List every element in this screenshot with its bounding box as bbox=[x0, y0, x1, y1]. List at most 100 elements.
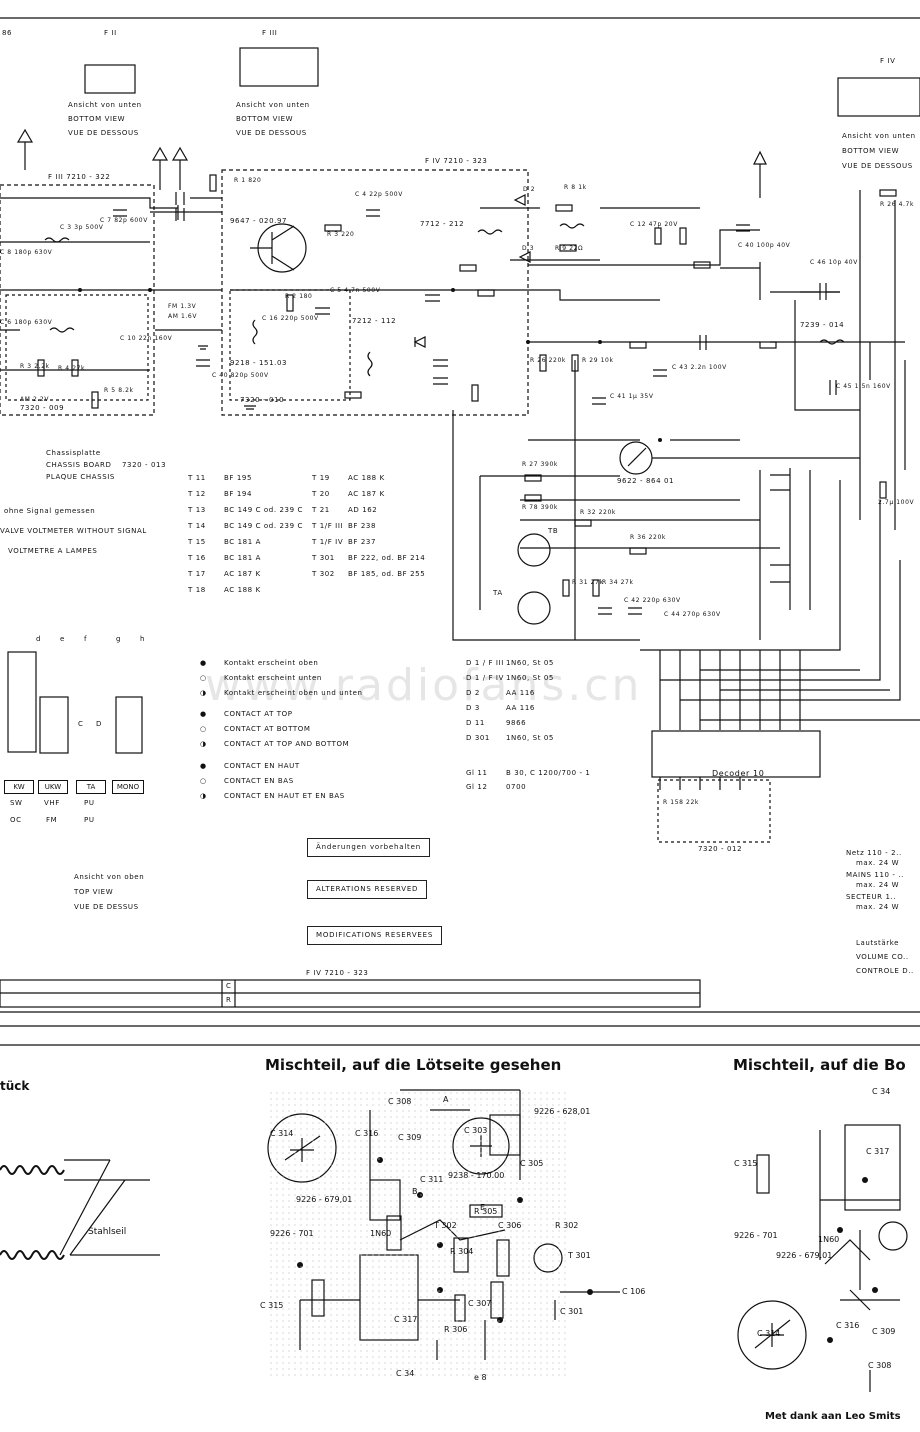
key-mono[interactable]: MONO bbox=[112, 780, 144, 794]
socket-tb-label: TB bbox=[548, 527, 559, 535]
pcb-label: T 301 bbox=[568, 1251, 591, 1260]
part-label: R 4 27k bbox=[58, 365, 86, 372]
transistor-type: AC 187 K bbox=[224, 570, 261, 578]
switch-letter-e: e bbox=[60, 635, 65, 643]
pcb-label: 9226 - 628,01 bbox=[534, 1107, 591, 1116]
heading-left: tück bbox=[0, 1079, 30, 1093]
diode-type: 1N60, St 05 bbox=[506, 674, 554, 682]
pcb-label: T 302 bbox=[434, 1221, 457, 1230]
transistor-id: T 17 bbox=[188, 570, 206, 578]
part-label: C 7 82p 600V bbox=[100, 217, 148, 224]
pcb-label: 9238 - 170.00 bbox=[448, 1171, 505, 1180]
key-ukw[interactable]: UKW bbox=[38, 780, 68, 794]
module-coil: 7239 - 014 bbox=[800, 321, 845, 329]
part-label: D 3 bbox=[522, 245, 535, 252]
pcb-right-label: C 315 bbox=[734, 1159, 758, 1168]
key-pu-fr: PU bbox=[84, 816, 95, 824]
switch-d-label: D bbox=[96, 720, 102, 728]
transistor-id: T 301 bbox=[312, 554, 335, 562]
connector-f4-label: F IV bbox=[880, 57, 896, 65]
transistor-id: T 11 bbox=[188, 474, 206, 482]
pcb-label: C 305 bbox=[520, 1159, 544, 1168]
diode-id: D 3 bbox=[466, 704, 480, 712]
diode-id: D 301 bbox=[466, 734, 490, 742]
key-pu-en: PU bbox=[84, 799, 95, 807]
diode-type: AA 116 bbox=[506, 689, 535, 697]
connector-f2-label: F II bbox=[104, 29, 117, 37]
thanks-credit: Met dank aan Leo Smits bbox=[765, 1411, 901, 1422]
socket-ta-label: TA bbox=[493, 589, 503, 597]
part-label: R 158 22k bbox=[663, 799, 699, 806]
part-label: C 5 4.7n 500V bbox=[330, 287, 381, 294]
part-label: 2.7μ 100V bbox=[878, 499, 915, 506]
diode-type: 1N60, St 05 bbox=[506, 659, 554, 667]
pcb-label: 1N60 bbox=[370, 1229, 392, 1238]
ruler-row-r: R bbox=[226, 996, 232, 1004]
notice-en: ALTERATIONS RESERVED bbox=[307, 880, 428, 899]
part-label: R 3 220 bbox=[327, 231, 355, 238]
transistor-id: T 19 bbox=[312, 474, 330, 482]
part-label: R 9 22Ω bbox=[555, 245, 584, 252]
notice-de: Änderungen vorbehalten bbox=[307, 838, 430, 857]
contact-symbol: ○ bbox=[200, 777, 207, 785]
part-label: R 26 4.7k bbox=[880, 201, 915, 208]
transistor-type: BC 149 C od. 239 C bbox=[224, 506, 303, 514]
power-line: max. 24 W bbox=[856, 881, 900, 889]
key-vhf-en: VHF bbox=[44, 799, 60, 807]
part-label: R 8 1k bbox=[564, 184, 587, 191]
bottom-view-en: BOTTOM VIEW bbox=[68, 115, 126, 123]
diode-type: 9866 bbox=[506, 719, 527, 727]
transistor-type: BF 195 bbox=[224, 474, 253, 482]
connector-f3-label: F III bbox=[262, 29, 278, 37]
pcb-right-label: C 309 bbox=[872, 1327, 896, 1336]
transistor-type: BC 149 C od. 239 C bbox=[224, 522, 303, 530]
pcb-label: C 315 bbox=[260, 1301, 284, 1310]
part-label: C 16 220p 500V bbox=[262, 315, 319, 322]
diode-id: D 1 / F III bbox=[466, 659, 504, 667]
part-label: C 42 220p 630V bbox=[624, 597, 681, 604]
module-meter: 9622 - 864 01 bbox=[617, 477, 675, 485]
contact-text: CONTACT AT TOP AND BOTTOM bbox=[224, 740, 350, 748]
part-label: C 4 22p 500V bbox=[355, 191, 403, 198]
pcb-label: R 304 bbox=[450, 1247, 474, 1256]
pcb-label: R 302 bbox=[555, 1221, 579, 1230]
contact-symbol: ● bbox=[200, 659, 207, 667]
part-label: C 40 100p 40V bbox=[738, 242, 791, 249]
switch-letter-f: f bbox=[84, 635, 88, 643]
bottom-view-de-3: Ansicht von unten bbox=[842, 132, 916, 140]
contact-text: Kontakt erscheint unten bbox=[224, 674, 322, 682]
diode-id: D 11 bbox=[466, 719, 485, 727]
ruler-row-c: C bbox=[226, 982, 232, 990]
transistor-id: T 14 bbox=[188, 522, 206, 530]
power-line: max. 24 W bbox=[856, 859, 900, 867]
diode-id: D 1 / F IV bbox=[466, 674, 504, 682]
chassis-en: CHASSIS BOARD bbox=[46, 461, 112, 469]
transistor-id: T 1/F III bbox=[312, 522, 344, 530]
rectifier-id: Gl 11 bbox=[466, 769, 488, 777]
pcb-label: C 311 bbox=[420, 1175, 444, 1184]
module-9218: 9218 - 151.03 bbox=[230, 359, 288, 367]
key-kw[interactable]: KW bbox=[4, 780, 34, 794]
part-label: R 29 10k bbox=[582, 357, 614, 364]
contact-symbol: ◑ bbox=[200, 740, 207, 748]
part-label: R 3 2,2k bbox=[20, 363, 50, 370]
part-label: R 78 390k bbox=[522, 504, 558, 511]
part-label: C 43 2.2n 100V bbox=[672, 364, 727, 371]
switch-letter-g: g bbox=[116, 635, 122, 643]
key-ta[interactable]: TA bbox=[76, 780, 106, 794]
pcb-right-label: C 314 bbox=[757, 1329, 781, 1338]
part-label: AM 1.6V bbox=[168, 313, 198, 320]
transistor-id: T 302 bbox=[312, 570, 335, 578]
rectifier-type: 0700 bbox=[506, 783, 527, 791]
pcb-label: C 303 bbox=[464, 1126, 488, 1135]
pcb-label: B bbox=[412, 1187, 418, 1196]
transistor-id: T 12 bbox=[188, 490, 206, 498]
part-label: R 27 390k bbox=[522, 461, 558, 468]
heading-right: Mischteil, auf die Bo bbox=[733, 1056, 906, 1074]
module-7320-009: 7320 - 009 bbox=[20, 404, 65, 412]
pcb-label: R 305 bbox=[474, 1207, 498, 1216]
pcb-label: C 307 bbox=[468, 1299, 492, 1308]
pcb-right-label: 1N60 bbox=[818, 1235, 840, 1244]
heading-center: Mischteil, auf die Lötseite gesehen bbox=[265, 1056, 562, 1074]
rectifier-id: Gl 12 bbox=[466, 783, 488, 791]
